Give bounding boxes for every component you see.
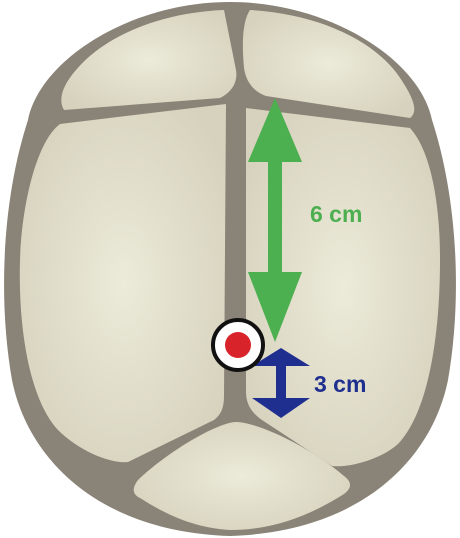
blue-arrow-shaft	[276, 364, 286, 402]
blue-distance-label: 3 cm	[314, 371, 366, 397]
plate-top-left	[61, 10, 236, 110]
plate-left	[20, 104, 226, 462]
green-distance-label: 6 cm	[310, 201, 362, 227]
green-arrow-shaft	[268, 160, 282, 274]
marker-dot	[225, 332, 251, 358]
